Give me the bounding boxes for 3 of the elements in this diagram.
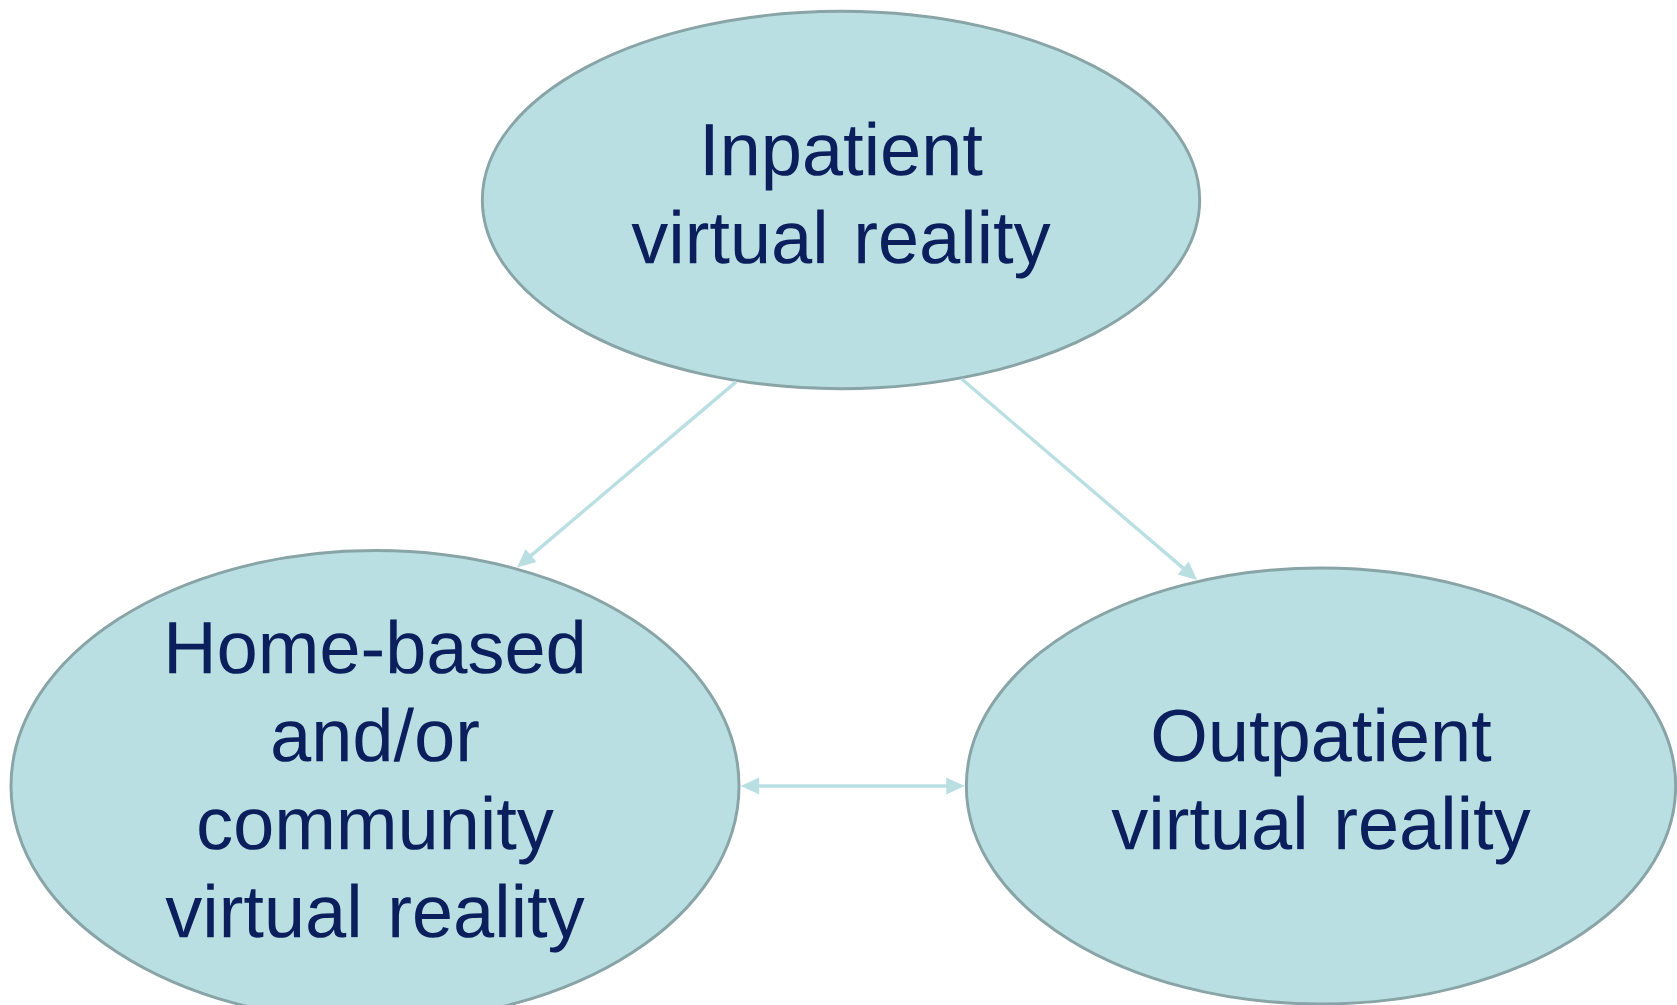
ellipse-node: Inpatient virtual reality (480, 9, 1202, 391)
ellipse-node: Home-based and/or community virtual reality (9, 549, 741, 1005)
ellipse-node: Outpatient virtual reality (964, 566, 1677, 1005)
